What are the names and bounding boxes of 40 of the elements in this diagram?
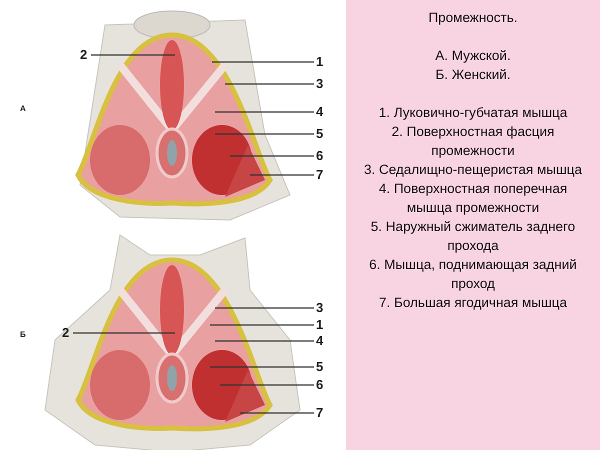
callout-number: 1 [316,55,324,69]
leader-line [212,61,314,63]
leader-line [215,133,314,135]
leader-line [73,332,175,334]
callout-number: 5 [316,360,324,374]
callout-number: 2 [80,48,88,62]
leader-line [250,174,314,176]
callout-number: 6 [316,378,324,392]
legend-text: 2. Поверхностная фасция промежности [390,123,556,160]
legend-text: А. Мужской. [434,47,512,65]
callout-number: 7 [316,168,324,182]
leader-line [215,340,314,342]
legend-text: 1. Луковично-губчатая мышца [378,104,568,122]
callout-number: 6 [316,149,324,163]
callout-number: 7 [316,406,324,420]
legend-text: 5. Наружный сжиматель заднего прохода [370,218,576,255]
panel-letter: А [20,104,26,113]
legend-text: 4. Поверхностная поперечная мышца промежности [378,180,568,217]
leader-line [230,155,314,157]
leader-line [220,384,314,386]
legend-text: 7. Большая ягодичная мышца [378,294,568,312]
leader-line [215,111,314,113]
legend-text: Б. Женский. [434,66,512,84]
callout-number: 4 [316,334,324,348]
panel-letter: Б [20,330,26,339]
legend-text: 3. Седалищно-пещеристая мышца [362,161,584,179]
callout-number: 3 [316,301,324,315]
legend-text: 6. Мышца, поднимающая задний проход [368,256,578,293]
leader-line [210,324,314,326]
callout-number: 4 [316,105,324,119]
leader-line [91,54,175,56]
callout-number: 5 [316,127,324,141]
leader-line [215,307,314,309]
leader-line [240,412,314,414]
leader-line [225,83,314,85]
leader-line [210,366,314,368]
callout-number: 3 [316,77,324,91]
title: Промежность. [427,9,519,27]
callout-number: 2 [62,326,70,340]
callout-number: 1 [316,318,324,332]
